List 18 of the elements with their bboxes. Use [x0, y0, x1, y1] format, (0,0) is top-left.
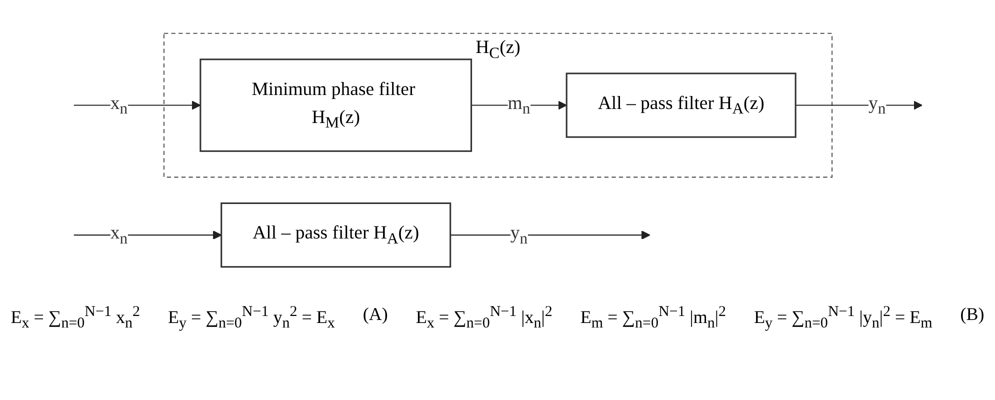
edge-label: y$_{n}$: [868, 92, 886, 118]
node-box: [565, 72, 796, 138]
panel-label: (A): [362, 304, 388, 326]
energy-formula: E$_{m}$ = ∑$_{n=0}$$^{N−1}$ |m$_{n}$|$^{2}$: [580, 304, 726, 333]
node-box: [220, 202, 451, 268]
energy-formula: E$_{y}$ = ∑$_{n=0}$$^{N−1}$ |y$_{n}$|$^{2}$ = E$_{m}$: [754, 304, 932, 333]
energy-formula: E$_{y}$ = ∑$_{n=0}$$^{N−1}$ y$_{n}$$^{2}$ = E$_{x}$: [168, 304, 335, 333]
edge-label: m$_{n}$: [507, 92, 530, 118]
node-box: [199, 58, 472, 152]
edge-label: x$_{n}$: [110, 92, 128, 118]
panel-label: (B): [960, 304, 984, 326]
arrow: [450, 230, 650, 240]
block-diagram: H$_{C}$(z) x$_{n}$ m$_{n}$ y$_{n}$ x$_{n}$ y$_{n}$ Minimum phase filter H$_{M}$(z) All – pass filter H$_{A}$(z) All – pass filter H$_{A}$(z): [2, 24, 992, 276]
energy-formula: E$_{x}$ = ∑$_{n=0}$$^{N−1}$ |x$_{n}$|$^{2}$: [416, 304, 552, 333]
cluster: [162, 32, 832, 178]
edge-label: y$_{n}$: [510, 222, 528, 248]
edge-label: x$_{n}$: [110, 222, 128, 248]
arrow: [73, 230, 222, 240]
